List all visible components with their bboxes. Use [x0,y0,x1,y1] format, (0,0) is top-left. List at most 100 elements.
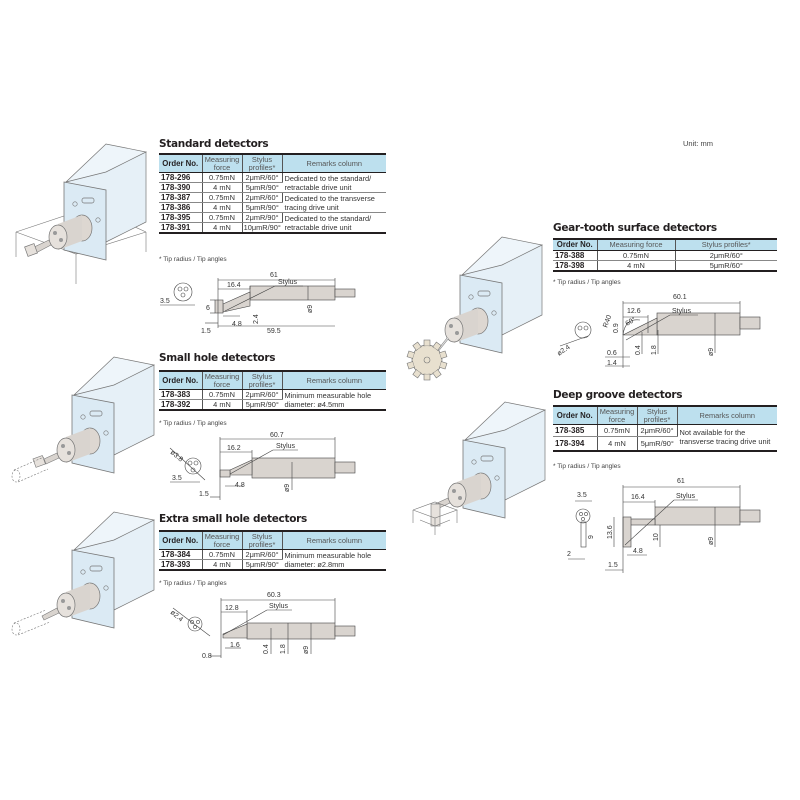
section-title-gear-tooth: Gear-tooth surface detectors [553,222,717,234]
svg-text:3.5: 3.5 [172,475,182,482]
svg-text:ø9: ø9 [307,305,314,313]
svg-text:1.5: 1.5 [199,491,209,498]
svg-text:12.8: 12.8 [225,605,239,612]
svg-text:61: 61 [677,478,685,485]
svg-text:ø9: ø9 [303,646,310,654]
gear-tooth-detector-illustration [406,236,543,381]
header-order-no: Order No. [159,154,203,173]
svg-text:16.4: 16.4 [631,494,645,501]
svg-text:2.4: 2.4 [253,314,260,324]
header-stylus-profiles: Stylus profiles* [675,239,777,251]
section-title-standard: Standard detectors [159,138,269,150]
extra-small-hole-detector-illustration [11,511,155,636]
svg-text:9: 9 [588,535,595,539]
svg-text:ø9: ø9 [284,484,291,492]
svg-text:ø9: ø9 [708,348,715,356]
svg-text:1.4: 1.4 [607,360,617,367]
svg-text:61: 61 [270,272,278,279]
standard-stylus-drawing: 61 16.4 Stylus 6 3.5 1.5 4.8 2.4 59.5 ø9 [160,272,356,335]
svg-text:ø3.8: ø3.8 [169,449,184,463]
svg-text:60.7: 60.7 [270,432,284,439]
extra-small-hole-stylus-drawing: 60.3 12.8 Stylus ø2.4 0.8 1.6 0.4 1.8 ø9 [169,592,356,660]
header-remarks: Remarks column [282,531,386,550]
header-order-no: Order No. [159,371,203,390]
svg-text:1.5: 1.5 [608,562,618,569]
svg-text:4.8: 4.8 [235,482,245,489]
svg-text:0.4: 0.4 [263,644,270,654]
svg-text:R40: R40 [602,314,613,329]
svg-text:4.8: 4.8 [232,321,242,328]
svg-text:0.9: 0.9 [613,323,620,333]
header-remarks: Remarks column [677,406,777,425]
svg-text:3.5: 3.5 [160,298,170,305]
gear-tooth-detectors-table: Order No. Measuring force Stylus profile… [553,238,777,272]
svg-text:6: 6 [206,305,210,312]
small-hole-stylus-drawing: 60.7 16.2 Stylus ø3.8 3.5 1.5 4.8 ø9 [169,432,356,500]
svg-text:1.6: 1.6 [230,642,240,649]
svg-text:2: 2 [567,551,571,558]
standard-detector-illustration [15,143,147,284]
gear-tooth-stylus-drawing: 60.1 12.6 Stylus R40 0.9 60° ø2.4 0.6 1.… [556,294,761,368]
svg-text:ø2.4: ø2.4 [556,344,572,358]
header-order-no: Order No. [553,406,598,425]
svg-text:Stylus: Stylus [672,308,692,315]
section-title-deep-groove: Deep groove detectors [553,389,683,401]
svg-text:13.6: 13.6 [607,525,614,539]
footnote-extra-small-hole: * Tip radius / Tip angles [159,580,227,587]
small-hole-detector-illustration [11,356,155,483]
svg-text:0.8: 0.8 [202,653,212,660]
section-title-extra-small-hole: Extra small hole detectors [159,513,307,525]
svg-text:16.4: 16.4 [227,282,241,289]
svg-text:1.8: 1.8 [280,644,287,654]
svg-text:16.2: 16.2 [227,445,241,452]
svg-text:Stylus: Stylus [276,443,296,450]
svg-text:Stylus: Stylus [278,279,298,286]
deep-groove-stylus-drawing: 61 16.4 Stylus 3.5 9 13.6 10 2 1.5 4.8 ø… [567,478,761,573]
header-measuring-force: Measuring force [597,239,676,251]
unit-label: Unit: mm [683,139,713,148]
svg-text:60.1: 60.1 [673,294,687,301]
header-remarks: Remarks column [282,154,386,173]
deep-groove-detector-illustration [412,401,546,535]
svg-text:ø9: ø9 [708,537,715,545]
svg-text:1.8: 1.8 [651,345,658,355]
svg-text:12.6: 12.6 [627,308,641,315]
svg-text:ø2.4: ø2.4 [169,609,184,623]
footnote-gear-tooth: * Tip radius / Tip angles [553,279,621,286]
svg-text:4.8: 4.8 [633,548,643,555]
footnote-deep-groove: * Tip radius / Tip angles [553,463,621,470]
footnote-standard: * Tip radius / Tip angles [159,256,227,263]
svg-text:10: 10 [653,533,660,541]
svg-text:1.5: 1.5 [201,328,211,335]
header-order-no: Order No. [159,531,203,550]
header-order-no: Order No. [553,239,598,251]
svg-text:Stylus: Stylus [676,493,696,500]
svg-text:0.6: 0.6 [607,350,617,357]
svg-text:59.5: 59.5 [267,328,281,335]
